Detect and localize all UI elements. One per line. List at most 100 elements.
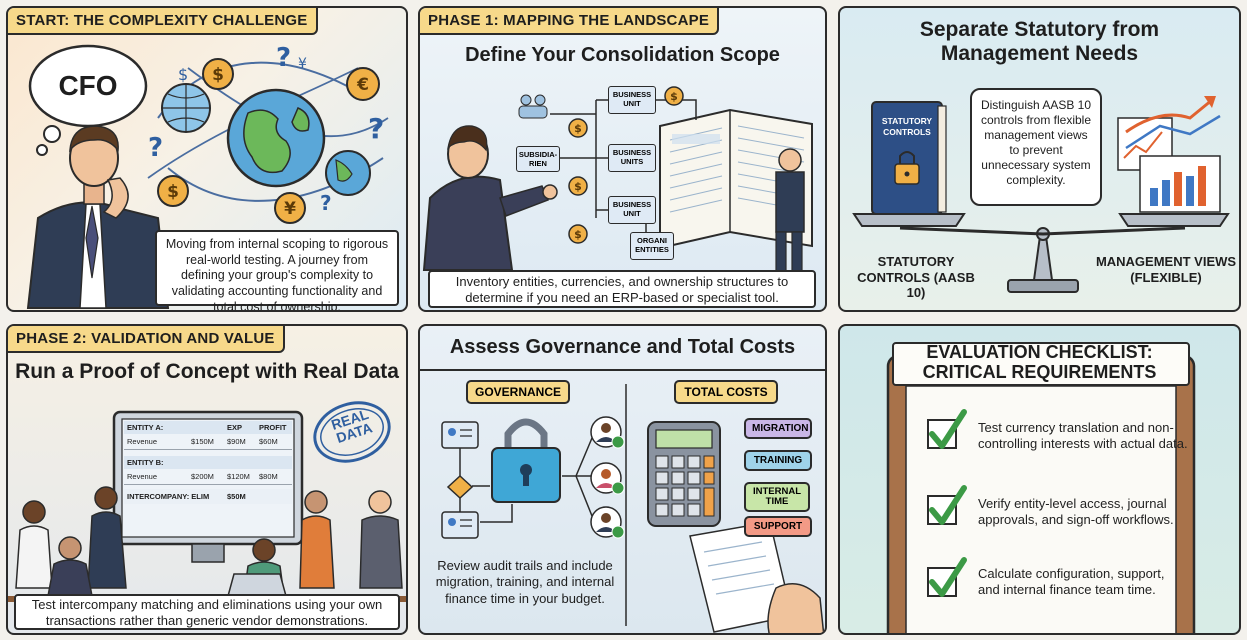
cell: INTERCOMPANY: ELIM — [127, 492, 210, 501]
panel-title: EVALUATION CHECKLIST: CRITICAL REQUIREME… — [922, 342, 1157, 383]
panel-mapping-landscape: $ $ $ $ PHASE 1: MAPPING THE LANDSCAPE D… — [418, 6, 827, 312]
checklist-item: Calculate configuration, support, and in… — [978, 566, 1165, 598]
panel-validation-value: PHASE 2: VALIDATION AND VALUE Run a Proo… — [6, 324, 408, 635]
svg-text:?: ? — [320, 191, 332, 215]
charts-icon — [1117, 96, 1221, 213]
cfo-figure-icon — [26, 125, 170, 309]
globe-icon — [226, 88, 326, 188]
decision-diamond-icon — [446, 474, 474, 500]
panel-governance-costs: Assess Governance and Total Costs GOVERN… — [418, 324, 827, 635]
cell: $80M — [259, 472, 278, 481]
table-row: Revenue $200M $120M $80M — [124, 469, 292, 485]
org-box: SUBSIDIA-RIEN — [516, 146, 560, 172]
laptop-icon — [227, 573, 287, 597]
panel-evaluation-checklist: EVALUATION CHECKLIST: CRITICAL REQUIREME… — [838, 324, 1241, 635]
cell: $120M — [227, 472, 250, 481]
panel-caption: Inventory entities, currencies, and owne… — [428, 270, 816, 308]
dollar-coin-icon: $ — [664, 86, 684, 106]
org-box: ORGANI ENTITIES — [630, 232, 674, 260]
svg-text:$: $ — [212, 65, 224, 85]
balance-scale-icon — [852, 213, 1230, 293]
statutory-label: STATUTORY CONTROLS (AASB 10) — [857, 254, 975, 301]
table-row: INTERCOMPANY: ELIM $50M — [124, 489, 292, 504]
cfo-bubble-label: CFO — [58, 70, 118, 101]
checkbox-checked-icon — [927, 557, 967, 597]
ledger-book-icon — [659, 108, 813, 250]
panel-tag: PHASE 2: VALIDATION AND VALUE — [8, 326, 285, 353]
dollar-coin-icon: $ — [157, 175, 189, 207]
padlock-icon — [491, 418, 561, 503]
svg-text:$: $ — [178, 65, 188, 84]
panel-tag: PHASE 1: MAPPING THE LANDSCAPE — [420, 8, 720, 35]
org-chart-illustration: $ $ $ $ — [422, 86, 813, 273]
panel-caption: Test intercompany matching and eliminati… — [14, 594, 400, 630]
panel-title: Define Your Consolidation Scope — [465, 44, 780, 66]
col-exp: EXP — [227, 423, 243, 432]
svg-text:?: ? — [148, 133, 163, 163]
cell: $50M — [227, 492, 246, 501]
svg-text:$: $ — [670, 90, 678, 103]
svg-text:€: € — [356, 75, 369, 95]
governance-costs-illustration — [420, 369, 825, 633]
presenter-figure-icon — [422, 125, 558, 271]
checklist-item: Verify entity-level access, journal appr… — [978, 496, 1174, 528]
scale-note: Distinguish AASB 10 controls from flexib… — [970, 88, 1102, 206]
management-label: MANAGEMENT VIEWS (FLEXIBLE) — [1095, 254, 1237, 285]
hand-icon — [767, 583, 825, 633]
proof-of-concept-illustration — [8, 401, 406, 602]
svg-text:¥: ¥ — [298, 56, 307, 72]
euro-coin-icon: € — [346, 67, 380, 101]
panel-title: Separate Statutory from Management Needs — [919, 18, 1160, 66]
org-box: BUSINESS UNITS — [608, 144, 656, 172]
panel-title: Assess Governance and Total Costs — [449, 336, 796, 358]
checklist-item: Test currency translation and non-contro… — [978, 420, 1188, 452]
svg-text:¥: ¥ — [284, 199, 296, 219]
poc-table: ENTITY A: EXP PROFIT Revenue $150M $90M … — [124, 421, 292, 504]
dollar-coin-icon: $ — [202, 58, 234, 90]
governance-label: GOVERNANCE — [466, 380, 570, 404]
cell: $150M — [191, 437, 214, 446]
book-label: STATUTORY CONTROLS — [881, 116, 933, 137]
panel-caption: Review audit trails and include migratio… — [435, 558, 615, 606]
panel-caption: Moving from internal scoping to rigorous… — [155, 230, 399, 310]
dollar-coin-icon: $ — [568, 118, 588, 138]
org-box: BUSINESS UNIT — [608, 196, 656, 224]
id-card-icon — [441, 421, 479, 449]
id-card-icon — [441, 511, 479, 539]
checkbox-checked-icon — [927, 409, 967, 449]
svg-text:$: $ — [574, 228, 582, 241]
total-costs-label: TOTAL COSTS — [674, 380, 778, 404]
team-figures-icon — [15, 486, 403, 597]
statutory-book-icon — [871, 101, 947, 215]
real-data-stamp — [313, 401, 391, 463]
svg-text:$: $ — [574, 122, 582, 135]
yen-coin-icon: ¥ — [274, 192, 306, 224]
cell: $200M — [191, 472, 214, 481]
people-icon — [518, 94, 548, 119]
calculator-icon — [647, 421, 721, 527]
clipboard-illustration — [886, 354, 1196, 633]
analyst-figure-icon — [775, 148, 805, 273]
monitor-icon — [112, 410, 304, 563]
cell: Revenue — [127, 437, 158, 446]
panel-title: Run a Proof of Concept with Real Data — [15, 360, 399, 383]
cost-item-migration: MIGRATION — [744, 418, 812, 439]
panel-statutory-vs-management: Separate Statutory from Management Needs… — [838, 6, 1241, 312]
entity-b-label: ENTITY B: — [127, 458, 164, 467]
svg-text:$: $ — [574, 180, 582, 193]
dollar-coin-icon: $ — [568, 224, 588, 244]
approver-avatar-icon — [590, 462, 625, 495]
svg-text:?: ? — [368, 112, 384, 145]
org-box: BUSINESS UNIT — [608, 86, 656, 114]
dollar-coin-icon: $ — [568, 176, 588, 196]
panel-complexity-challenge: $ € $ ¥ ? ? ? ? $ ¥ START: THE COMPLEXIT… — [6, 6, 408, 312]
approver-avatar-icon — [590, 506, 625, 539]
clipboard-clip — [892, 342, 1190, 386]
col-profit: PROFIT — [259, 423, 287, 432]
lock-icon — [894, 151, 920, 185]
cost-item-training: TRAINING — [744, 450, 812, 471]
cell: $90M — [227, 437, 246, 446]
svg-text:?: ? — [276, 43, 291, 73]
approver-avatar-icon — [590, 416, 625, 449]
cfo-illustration: $ € $ ¥ ? ? ? ? $ ¥ — [26, 43, 389, 309]
